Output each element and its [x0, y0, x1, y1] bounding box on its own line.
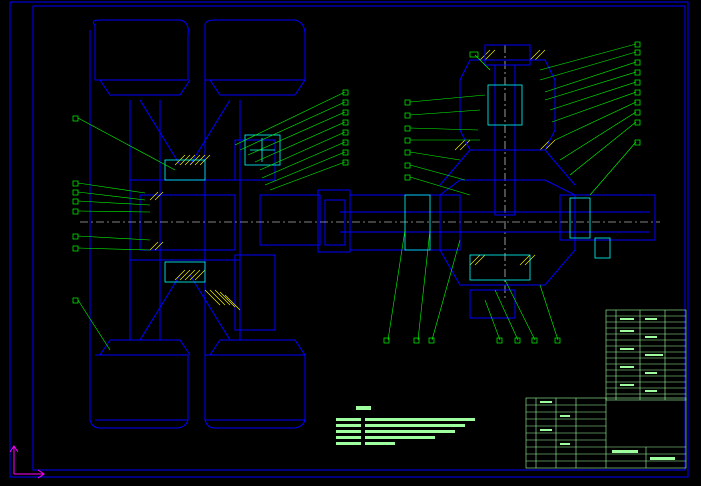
input-flange [484, 44, 531, 66]
parts-list-table [605, 309, 687, 401]
tire-left-outline [92, 19, 189, 81]
half-shaft [259, 194, 321, 246]
sheet-outer-border [9, 1, 689, 478]
title-block [525, 397, 687, 469]
centerlines [80, 45, 660, 300]
parts-list-fill [540, 318, 675, 460]
leader-lines [77, 43, 637, 351]
wheel-assembly-view [89, 19, 351, 429]
item-balloons [72, 41, 641, 344]
technical-notes [336, 406, 475, 445]
final-drive-view [340, 44, 656, 319]
tire-right-bottom [205, 354, 306, 421]
tire-left-bottom [95, 354, 189, 421]
pinion-shaft [494, 64, 516, 216]
differential-case [439, 179, 576, 286]
axle-housing-right [559, 194, 656, 241]
ucs-axis-icon [9, 445, 45, 479]
sheet-inner-border [32, 5, 686, 471]
hub-bearings [164, 134, 281, 283]
hub-body [129, 179, 241, 261]
tire-right-outline [204, 19, 306, 81]
gear-accents [404, 84, 611, 281]
